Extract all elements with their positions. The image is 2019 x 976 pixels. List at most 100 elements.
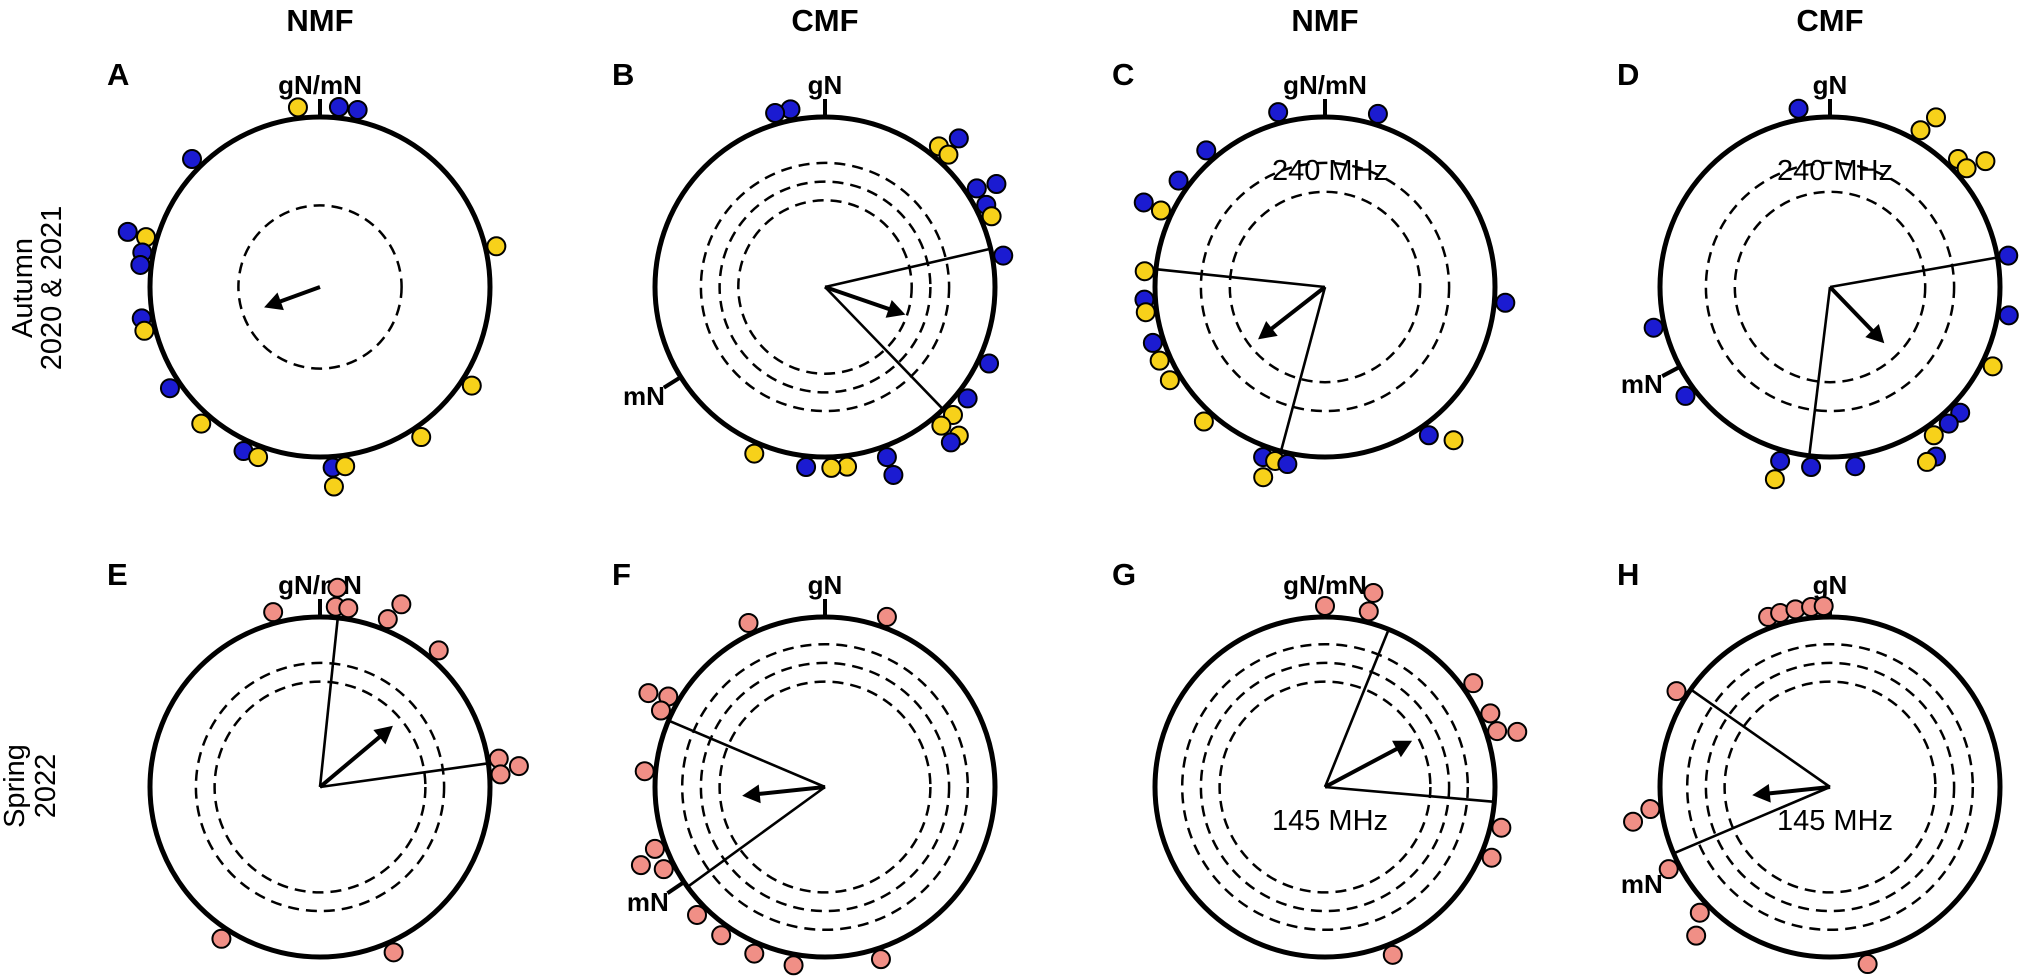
panel-f-data-point bbox=[653, 859, 674, 880]
panel-c-data-point bbox=[1149, 350, 1170, 371]
panel-d-data-point bbox=[1916, 451, 1937, 472]
panel-b-data-point bbox=[796, 457, 817, 478]
panel-h-mN-label: mN bbox=[1621, 869, 1663, 899]
panel-a-data-point bbox=[134, 320, 155, 341]
panel-f-dashed-ring-3 bbox=[680, 642, 970, 932]
panel-e-data-point bbox=[428, 640, 449, 661]
panel-f-mN-label: mN bbox=[627, 887, 669, 917]
panel-h-north-label: gN bbox=[1813, 570, 1848, 600]
panel-g-mean-arrow-head bbox=[1392, 740, 1413, 758]
panel-a-north-label: gN/mN bbox=[278, 70, 362, 100]
panel-d-ci-line-1 bbox=[1829, 256, 1998, 289]
panel-d-data-point bbox=[1998, 305, 2019, 326]
panel-e-dashed-ring-1 bbox=[213, 680, 427, 894]
panel-a-data-point bbox=[461, 375, 482, 396]
panel-c-data-point bbox=[1150, 200, 1171, 221]
panel-e-data-point bbox=[377, 609, 398, 630]
panel-a-data-point bbox=[328, 96, 349, 117]
panel-g-data-point bbox=[1507, 721, 1528, 742]
panel-b-data-point bbox=[940, 432, 961, 453]
panel-h-data-point bbox=[1857, 954, 1878, 975]
panel-d-mean-arrow-head bbox=[1865, 324, 1885, 344]
panel-a-data-point bbox=[159, 378, 180, 399]
panel-e-data-point bbox=[391, 594, 412, 615]
panel-d-data-point bbox=[1643, 317, 1664, 338]
panel-h-dashed-ring-1 bbox=[1723, 680, 1937, 894]
panel-f-letter: F bbox=[612, 557, 631, 592]
panel-h-data-point bbox=[1813, 596, 1834, 617]
panel-d-ci-line-2 bbox=[1807, 286, 1832, 456]
panel-e-data-point bbox=[211, 928, 232, 949]
panel-h-data-point bbox=[1666, 681, 1687, 702]
panel-c-ci-line-1 bbox=[1279, 286, 1327, 452]
panel-f-ci-line-1 bbox=[686, 785, 826, 888]
panel-d-data-point bbox=[1910, 120, 1931, 141]
panel-g-ci-line-2 bbox=[1324, 785, 1495, 804]
panel-b-ci-line-2 bbox=[824, 286, 945, 411]
panel-c-data-point bbox=[1193, 411, 1214, 432]
panel-c-data-point bbox=[1443, 430, 1464, 451]
panel-a: gN/mNA bbox=[107, 57, 507, 497]
panel-f-data-point bbox=[638, 683, 659, 704]
column-title-4: CMF bbox=[1796, 3, 1863, 38]
panel-d-data-point bbox=[1982, 356, 2003, 377]
panel-b-north-label: gN bbox=[808, 70, 843, 100]
panel-g-data-point bbox=[1382, 944, 1403, 965]
column-title-2: CMF bbox=[791, 3, 858, 38]
panel-b-data-point bbox=[744, 443, 765, 464]
panel-d-data-point bbox=[1675, 385, 1696, 406]
panel-c-letter: C bbox=[1112, 57, 1134, 92]
column-title-1: NMF bbox=[286, 3, 353, 38]
panel-a-data-point bbox=[323, 476, 344, 497]
panel-d-dashed-ring-1 bbox=[1733, 190, 1927, 384]
panel-h-frequency-label: 145 MHz bbox=[1777, 805, 1893, 837]
panel-f-north-label: gN bbox=[808, 570, 843, 600]
panel-h-data-point bbox=[1658, 859, 1679, 880]
panel-h: gN mN H 145 MHz bbox=[1617, 557, 2003, 975]
panel-d-mean-arrow bbox=[1828, 285, 1875, 334]
panel-e-data-point bbox=[327, 577, 348, 598]
panel-d-mN-label: mN bbox=[1621, 369, 1663, 399]
panel-c-dashed-ring-2 bbox=[1199, 161, 1451, 413]
panel-h-data-point bbox=[1689, 902, 1710, 923]
panel-f-data-point bbox=[630, 855, 651, 876]
panel-c-data-point bbox=[1133, 192, 1154, 213]
row-title-spring-line1: Spring bbox=[0, 744, 31, 828]
panel-b-mN-tick bbox=[662, 375, 682, 390]
panel-d-data-point bbox=[1801, 457, 1822, 478]
panel-c-data-point bbox=[1196, 140, 1217, 161]
panel-c-data-point bbox=[1134, 261, 1155, 282]
panel-a-data-point bbox=[287, 97, 308, 118]
panel-f-data-point bbox=[650, 700, 671, 721]
panel-b-ci-line-1 bbox=[824, 247, 991, 289]
row-title-autumn: Autumn 2020 & 2021 bbox=[7, 206, 68, 370]
panel-g-north-label: gN/mN bbox=[1283, 570, 1367, 600]
panel-g-data-point bbox=[1481, 847, 1502, 868]
panel-g-data-point bbox=[1315, 596, 1335, 616]
panel-f-dashed-ring-1 bbox=[718, 680, 932, 894]
panel-h-letter: H bbox=[1617, 557, 1639, 592]
panel-e-mean-arrow-head bbox=[373, 725, 393, 745]
panel-g-data-point bbox=[1363, 582, 1384, 603]
panel-e-north-label: gN/mN bbox=[278, 570, 362, 600]
panel-b-dashed-ring-1 bbox=[737, 199, 913, 375]
panel-d-data-point bbox=[1770, 450, 1791, 471]
panel-d-data-point bbox=[1923, 425, 1944, 446]
panel-e-dashed-ring-2 bbox=[194, 661, 446, 913]
panel-h-data-point bbox=[1640, 799, 1661, 820]
panel-f-mN-tick bbox=[666, 880, 686, 895]
panel-c-data-point bbox=[1495, 292, 1516, 313]
panel-a-mean-arrow bbox=[278, 285, 321, 304]
panel-c-data-point bbox=[1159, 370, 1180, 391]
panel-b-mean-arrow bbox=[824, 285, 891, 312]
row-title-spring-line2: 2022 bbox=[30, 754, 62, 819]
panel-f-ci-line-2 bbox=[668, 719, 826, 789]
panel-f-mean-arrow bbox=[757, 785, 826, 797]
panel-g-dashed-ring-1 bbox=[1218, 680, 1432, 894]
column-title-3: NMF bbox=[1291, 3, 1358, 38]
panel-h-dashed-ring-3 bbox=[1685, 642, 1975, 932]
panel-d-frequency-label: 240 MHz bbox=[1777, 155, 1893, 187]
